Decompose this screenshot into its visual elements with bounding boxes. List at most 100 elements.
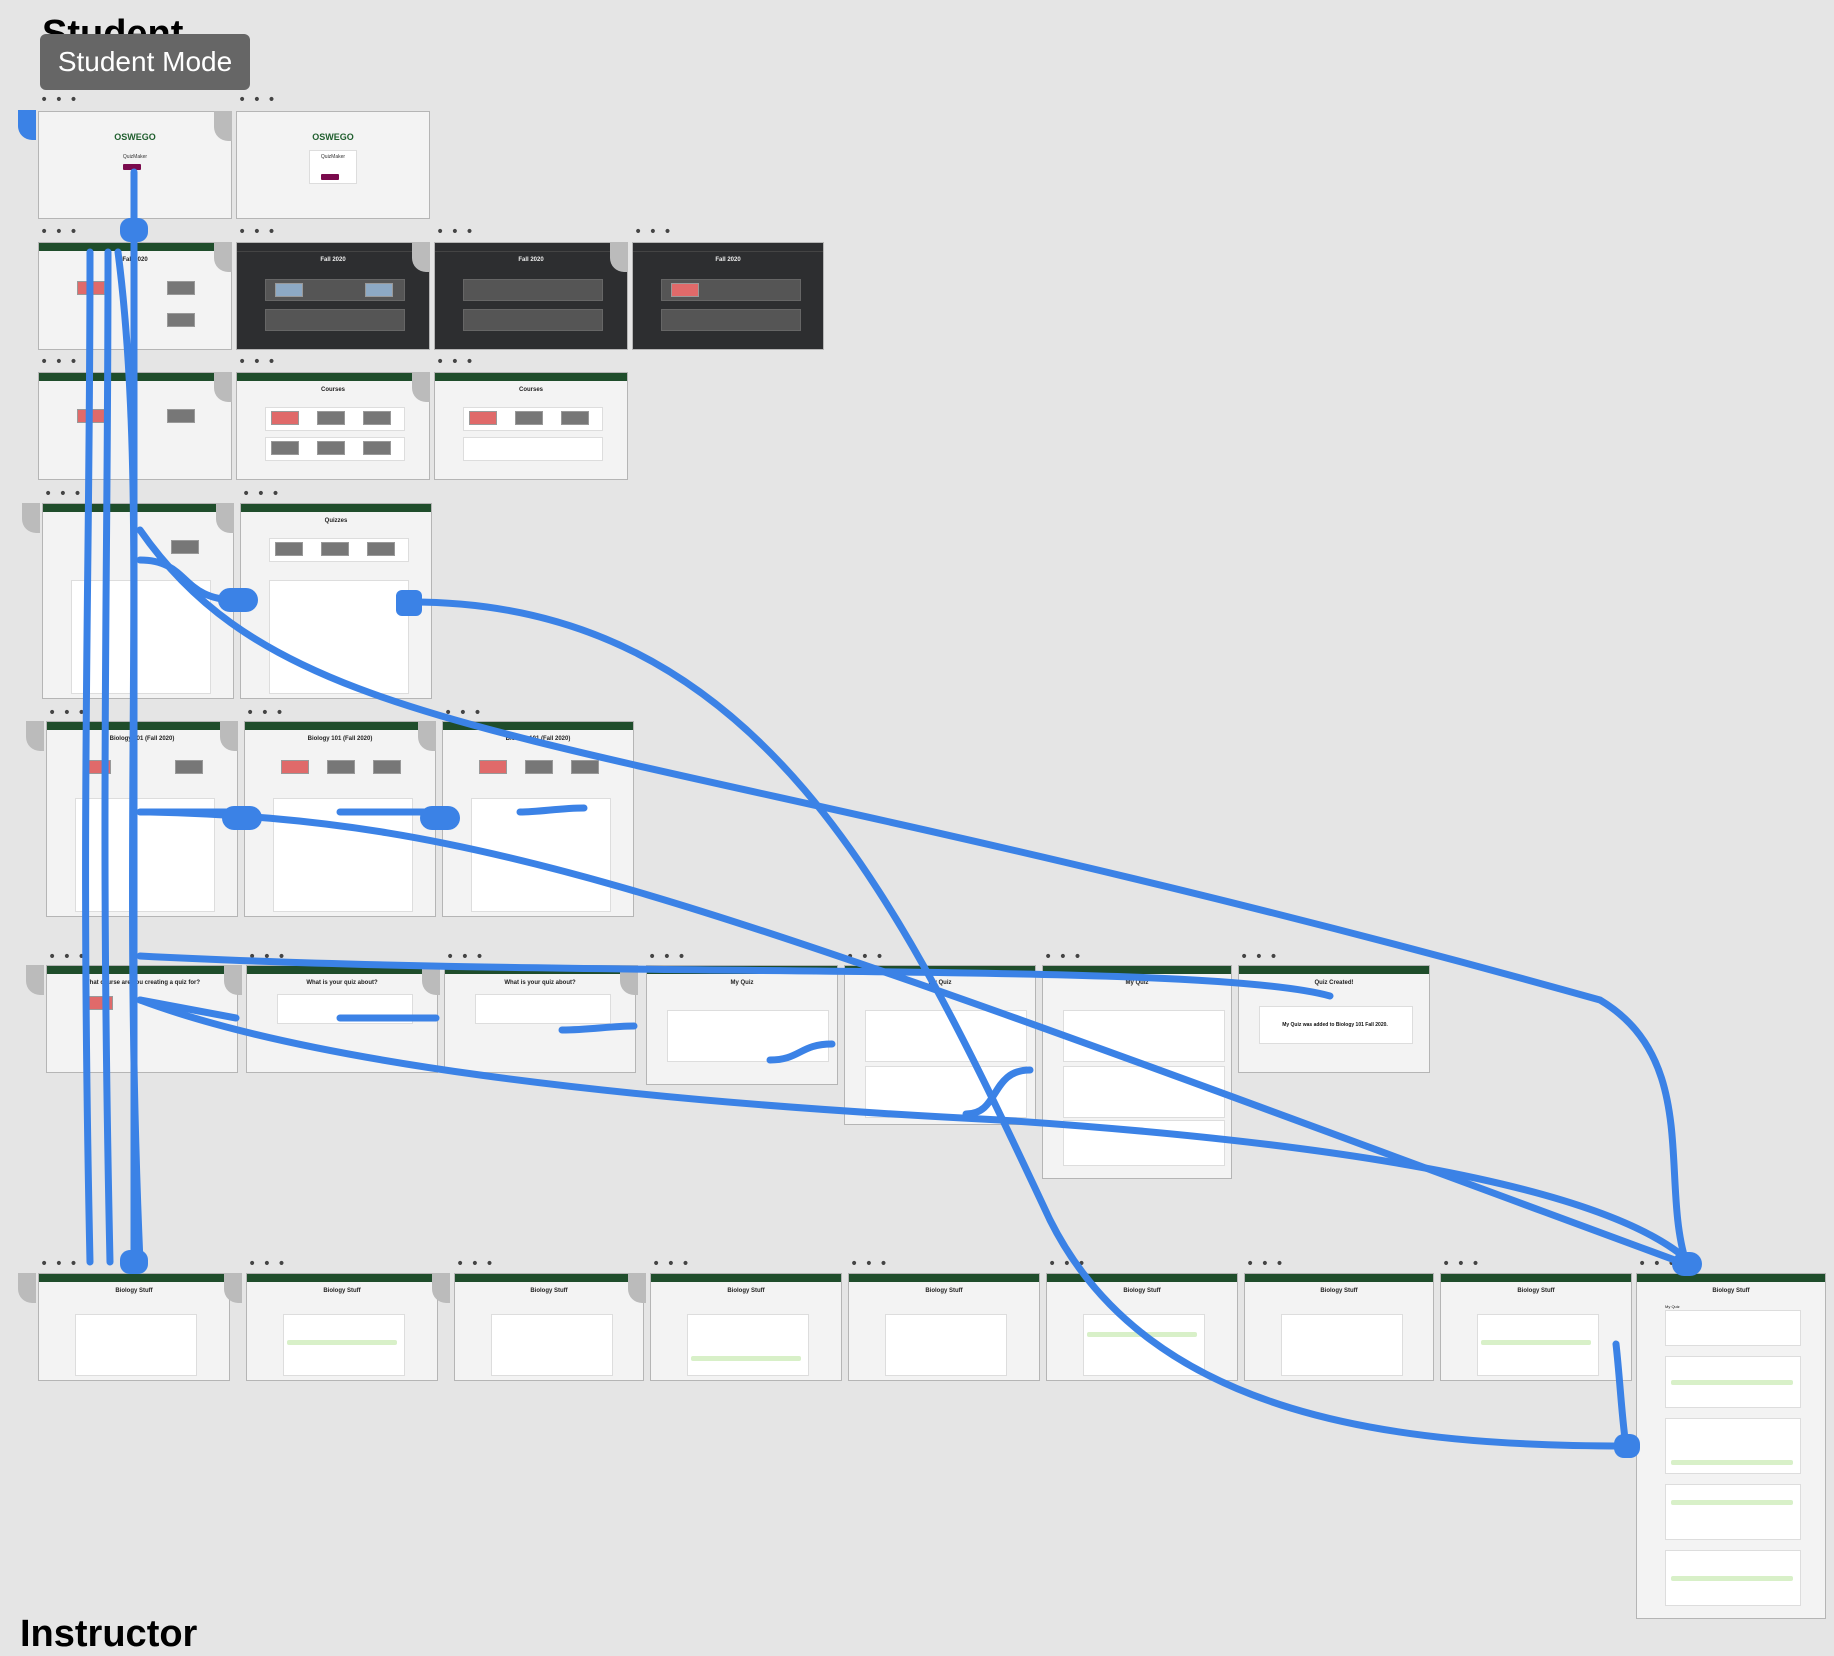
login-button[interactable] bbox=[123, 164, 141, 170]
selected-answer[interactable] bbox=[1087, 1332, 1197, 1337]
frame-menu-icon[interactable]: • • • bbox=[634, 224, 673, 240]
frame-create-3[interactable]: What is your quiz about? bbox=[444, 965, 636, 1073]
course-card[interactable] bbox=[317, 411, 345, 425]
frame-menu-icon[interactable]: • • • bbox=[40, 1256, 79, 1272]
frame-quiz-result[interactable]: Biology Stuff My Quiz bbox=[1636, 1273, 1826, 1619]
frame-quizzes-1[interactable] bbox=[42, 503, 234, 699]
quiz-card[interactable] bbox=[275, 542, 303, 556]
quiz-card[interactable] bbox=[175, 760, 203, 774]
frame-menu-icon[interactable]: • • • bbox=[238, 92, 277, 108]
quiz-card[interactable] bbox=[373, 760, 401, 774]
frame-menu-icon[interactable]: • • • bbox=[40, 354, 79, 370]
course-card[interactable] bbox=[167, 409, 195, 423]
frame-take-8[interactable]: Biology Stuff bbox=[1440, 1273, 1632, 1381]
quiz-card[interactable] bbox=[171, 540, 199, 554]
quiz-card[interactable] bbox=[281, 760, 309, 774]
frame-menu-icon[interactable]: • • • bbox=[436, 224, 475, 240]
course-card[interactable] bbox=[365, 283, 393, 297]
frame-menu-icon[interactable]: • • • bbox=[436, 354, 475, 370]
frame-menu-icon[interactable]: • • • bbox=[1442, 1256, 1481, 1272]
frame-menu-icon[interactable]: • • • bbox=[444, 705, 483, 721]
frame-menu-icon[interactable]: • • • bbox=[1240, 949, 1279, 965]
frame-menu-icon[interactable]: • • • bbox=[1048, 1256, 1087, 1272]
course-card[interactable] bbox=[317, 441, 345, 455]
frame-take-6[interactable]: Biology Stuff bbox=[1046, 1273, 1238, 1381]
course-card[interactable] bbox=[469, 411, 497, 425]
frame-menu-icon[interactable]: • • • bbox=[238, 224, 277, 240]
frame-my-quiz-2[interactable]: My Quiz bbox=[844, 965, 1036, 1125]
frame-login-1[interactable]: OSWEGO QuizMaker bbox=[38, 111, 232, 219]
frame-menu-icon[interactable]: • • • bbox=[48, 949, 87, 965]
login-button[interactable] bbox=[321, 174, 339, 180]
frame-my-quiz-3[interactable]: My Quiz bbox=[1042, 965, 1232, 1179]
frame-courses-1[interactable] bbox=[38, 372, 232, 480]
frame-menu-icon[interactable]: • • • bbox=[48, 705, 87, 721]
course-card[interactable] bbox=[561, 411, 589, 425]
frame-home-dark-3[interactable]: Fall 2020 bbox=[632, 242, 824, 350]
frame-menu-icon[interactable]: • • • bbox=[242, 486, 281, 502]
frame-take-5[interactable]: Biology Stuff bbox=[848, 1273, 1040, 1381]
course-card[interactable] bbox=[271, 441, 299, 455]
frame-menu-icon[interactable]: • • • bbox=[850, 1256, 889, 1272]
frame-menu-icon[interactable]: • • • bbox=[652, 1256, 691, 1272]
course-card[interactable] bbox=[363, 411, 391, 425]
frame-create-2[interactable]: What is your quiz about? bbox=[246, 965, 438, 1073]
course-card[interactable] bbox=[515, 411, 543, 425]
screen-title: Biology Stuff bbox=[1712, 1288, 1750, 1294]
frame-home-light[interactable]: Fall 2020 bbox=[38, 242, 232, 350]
quiz-card[interactable] bbox=[571, 760, 599, 774]
frame-home-dark-1[interactable]: Fall 2020 bbox=[236, 242, 430, 350]
frame-take-1[interactable]: Biology Stuff bbox=[38, 1273, 230, 1381]
frame-menu-icon[interactable]: • • • bbox=[44, 486, 83, 502]
frame-menu-icon[interactable]: • • • bbox=[846, 949, 885, 965]
frame-create-1[interactable]: What course are you creating a quiz for? bbox=[46, 965, 238, 1073]
selected-answer[interactable] bbox=[287, 1340, 397, 1345]
frame-take-4[interactable]: Biology Stuff bbox=[650, 1273, 842, 1381]
flow-start-marker[interactable] bbox=[18, 110, 36, 140]
course-card[interactable] bbox=[77, 409, 105, 423]
frame-home-dark-2[interactable]: Fall 2020 bbox=[434, 242, 628, 350]
frame-my-quiz-1[interactable]: My Quiz bbox=[646, 965, 838, 1085]
frame-menu-icon[interactable]: • • • bbox=[40, 224, 79, 240]
course-card[interactable] bbox=[85, 996, 113, 1010]
frame-take-3[interactable]: Biology Stuff bbox=[454, 1273, 644, 1381]
frame-menu-icon[interactable]: • • • bbox=[248, 1256, 287, 1272]
quiz-card[interactable] bbox=[525, 760, 553, 774]
quiz-card[interactable] bbox=[327, 760, 355, 774]
frame-take-2[interactable]: Biology Stuff bbox=[246, 1273, 438, 1381]
frame-menu-icon[interactable]: • • • bbox=[1044, 949, 1083, 965]
frame-menu-icon[interactable]: • • • bbox=[238, 354, 277, 370]
frame-take-7[interactable]: Biology Stuff bbox=[1244, 1273, 1434, 1381]
frame-menu-icon[interactable]: • • • bbox=[246, 705, 285, 721]
frame-login-2[interactable]: OSWEGO QuizMaker bbox=[236, 111, 430, 219]
frame-menu-icon[interactable]: • • • bbox=[648, 949, 687, 965]
frame-course-2[interactable]: Biology 101 (Fall 2020) bbox=[244, 721, 436, 917]
frame-course-3[interactable]: Biology 101 (Fall 2020) bbox=[442, 721, 634, 917]
quiz-card[interactable] bbox=[479, 760, 507, 774]
frame-menu-icon[interactable]: • • • bbox=[248, 949, 287, 965]
quiz-card[interactable] bbox=[321, 542, 349, 556]
screen-title: Quiz Created! bbox=[1314, 980, 1354, 986]
course-card[interactable] bbox=[271, 411, 299, 425]
course-card[interactable] bbox=[167, 313, 195, 327]
quiz-card[interactable] bbox=[367, 542, 395, 556]
frame-menu-icon[interactable]: • • • bbox=[1246, 1256, 1285, 1272]
quiz-card[interactable] bbox=[83, 760, 111, 774]
course-card[interactable] bbox=[671, 283, 699, 297]
course-card[interactable] bbox=[167, 281, 195, 295]
frame-quiz-created[interactable]: Quiz Created! My Quiz was added to Biolo… bbox=[1238, 965, 1430, 1073]
frame-menu-icon[interactable]: • • • bbox=[1638, 1256, 1677, 1272]
navbar bbox=[43, 504, 233, 512]
selected-answer[interactable] bbox=[691, 1356, 801, 1361]
course-card[interactable] bbox=[275, 283, 303, 297]
frame-menu-icon[interactable]: • • • bbox=[446, 949, 485, 965]
selected-answer[interactable] bbox=[1481, 1340, 1591, 1345]
frame-menu-icon[interactable]: • • • bbox=[40, 92, 79, 108]
frame-menu-icon[interactable]: • • • bbox=[456, 1256, 495, 1272]
frame-quizzes-2[interactable]: Quizzes bbox=[240, 503, 432, 699]
course-card[interactable] bbox=[363, 441, 391, 455]
course-card[interactable] bbox=[77, 281, 105, 295]
frame-course-1[interactable]: Biology 101 (Fall 2020) bbox=[46, 721, 238, 917]
frame-courses-3[interactable]: Courses bbox=[434, 372, 628, 480]
frame-courses-2[interactable]: Courses bbox=[236, 372, 430, 480]
